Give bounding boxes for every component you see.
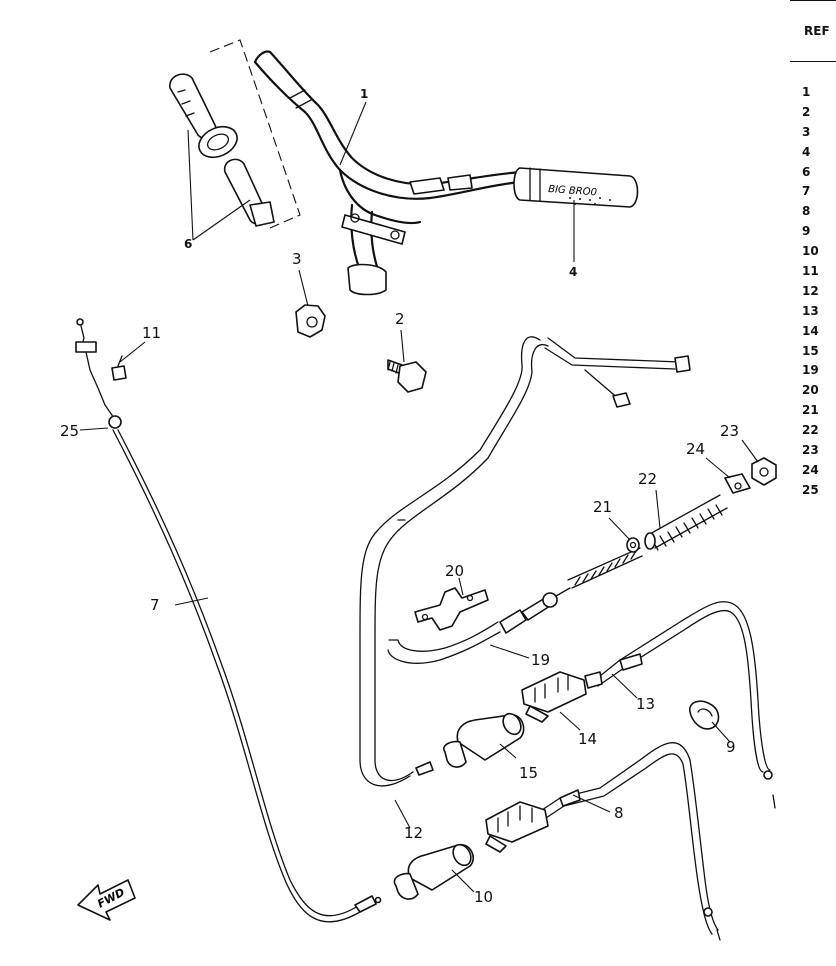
handlebar <box>253 50 524 296</box>
ref-item: 10 <box>802 244 819 259</box>
callout-13: 13 <box>636 695 656 713</box>
callout-21: 21 <box>593 498 613 516</box>
callout-22: 22 <box>638 470 658 488</box>
ref-item: 2 <box>802 104 811 119</box>
cable-holder-8 <box>485 801 549 853</box>
ref-header: REF <box>804 24 830 38</box>
reference-column: REF 1 2 3 4 6 7 8 9 10 11 12 13 14 15 19… <box>790 0 836 520</box>
grip-lettering: BIG BRO0 <box>548 184 597 198</box>
ref-item: 9 <box>802 224 811 239</box>
right-grip: BIG BRO0 <box>513 167 639 208</box>
callout-3: 3 <box>292 250 302 268</box>
callout-12: 12 <box>404 824 424 842</box>
cable-holder-14 <box>521 671 587 723</box>
ref-item: 22 <box>802 423 819 438</box>
cable-8 <box>529 742 721 941</box>
ref-item: 20 <box>802 383 819 398</box>
ref-item: 8 <box>802 204 811 219</box>
ref-item: 11 <box>802 264 819 279</box>
sleeve-10 <box>393 843 474 900</box>
callout-9: 9 <box>726 738 736 756</box>
explode-box <box>209 39 301 229</box>
callout-6: 6 <box>184 237 193 251</box>
ref-item: 3 <box>802 124 811 139</box>
ref-item: 6 <box>802 164 811 179</box>
ref-item: 13 <box>802 303 819 318</box>
throttle-cable <box>75 318 382 923</box>
screw <box>111 355 127 381</box>
ref-item: 19 <box>802 363 819 378</box>
leader-lines <box>79 101 759 893</box>
left-grip <box>169 73 275 227</box>
bolt <box>387 359 427 393</box>
callout-14: 14 <box>578 730 598 748</box>
choke-cable <box>584 601 776 809</box>
ref-item: 1 <box>802 85 811 99</box>
fwd-arrow: FWD <box>77 879 136 921</box>
ref-item: 12 <box>802 283 819 298</box>
ref-item: 14 <box>802 323 819 338</box>
callout-11: 11 <box>142 324 162 342</box>
callout-4: 4 <box>569 265 578 279</box>
ref-item: 4 <box>802 144 811 159</box>
ref-item: 24 <box>802 462 819 477</box>
ref-rule <box>790 61 836 62</box>
callout-20: 20 <box>445 562 465 580</box>
clamp-9 <box>689 700 720 730</box>
ref-item: 25 <box>802 482 819 497</box>
brake-cable <box>359 336 691 787</box>
callout-1: 1 <box>360 87 369 101</box>
sleeve-15 <box>443 712 525 768</box>
callout-19: 19 <box>531 651 551 669</box>
adjuster-assembly <box>499 457 777 634</box>
callout-2: 2 <box>395 310 405 328</box>
callout-7: 7 <box>150 596 160 614</box>
ref-item: 7 <box>802 184 811 199</box>
callout-15: 15 <box>519 764 539 782</box>
callout-10: 10 <box>474 888 494 906</box>
ref-list: 1 2 3 4 6 7 8 9 10 11 12 13 14 15 19 20 … <box>802 83 836 501</box>
nut <box>295 304 326 338</box>
cable-bracket <box>414 587 489 631</box>
ref-rule-top <box>790 0 836 1</box>
ref-item: 15 <box>802 343 819 358</box>
callout-8: 8 <box>614 804 624 822</box>
ref-item: 23 <box>802 443 819 458</box>
callout-23: 23 <box>720 422 740 440</box>
callout-24: 24 <box>686 440 706 458</box>
callout-25: 25 <box>60 422 80 440</box>
ref-item: 21 <box>802 403 819 418</box>
